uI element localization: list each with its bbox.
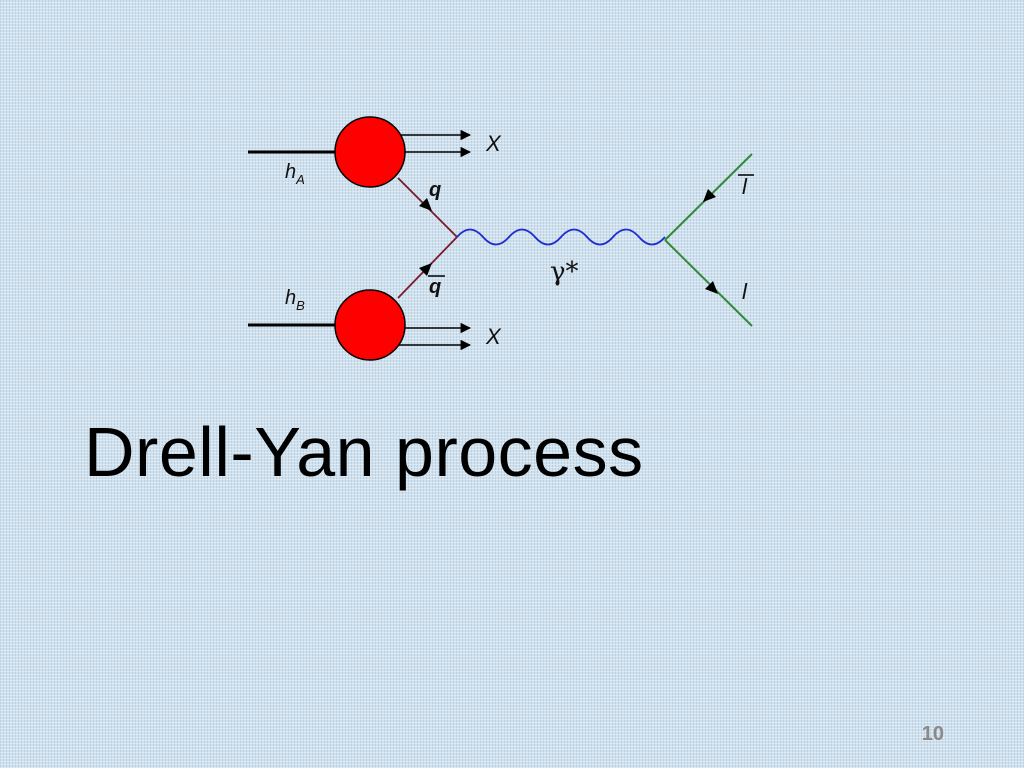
lepton-label: l (742, 279, 748, 304)
quark-arrow (419, 198, 432, 211)
hadron-a-blob (334, 116, 406, 188)
quark-label: q (429, 179, 441, 201)
hadron-a-label: hA (285, 161, 305, 187)
remnant-top-label: X (485, 131, 502, 156)
antilepton-arrow (703, 189, 716, 202)
lepton-arrow (705, 281, 718, 294)
remnant-bottom-label: X (485, 324, 502, 349)
lepton-line (664, 239, 753, 327)
page-number: 10 (921, 723, 944, 745)
photon-label: γ* (550, 257, 579, 287)
hadron-b-blob (334, 289, 406, 361)
hadron-b-label: hB (285, 287, 305, 313)
antiquark-arrow (419, 263, 432, 276)
photon-propagator (456, 228, 666, 246)
slide-title: Drell-Yan process (84, 413, 644, 491)
drell-yan-feynman-diagram: hA hB X X q q γ* l l (248, 116, 754, 361)
antiquark-label: q (429, 276, 441, 298)
antilepton-label: l (742, 174, 748, 199)
